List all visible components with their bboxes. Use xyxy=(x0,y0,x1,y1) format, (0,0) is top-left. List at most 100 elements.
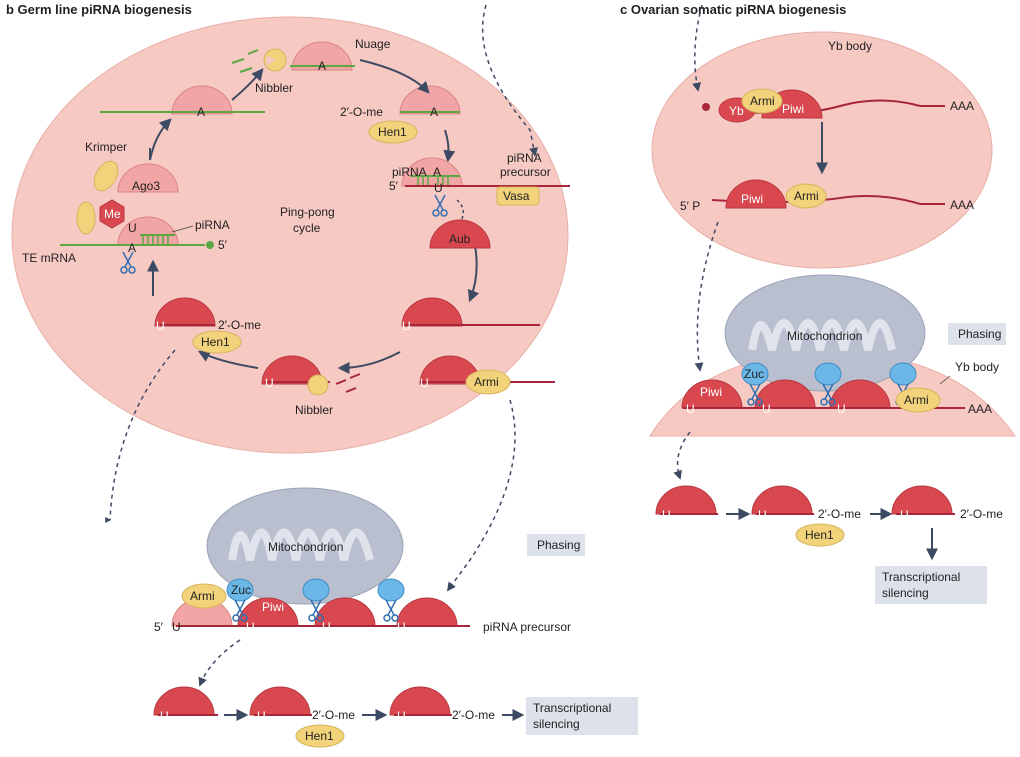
svg-text:Transcriptional: Transcriptional xyxy=(533,701,611,715)
final-row-b: U U 2′-O-me Hen1 U 2′-O-me Transcription… xyxy=(153,686,638,748)
piwi-armi-complex-c: Piwi Armi 5′ P AAA xyxy=(680,179,974,213)
svg-text:Piwi: Piwi xyxy=(700,385,722,399)
svg-text:U: U xyxy=(160,709,169,723)
svg-text:Armi: Armi xyxy=(794,189,819,203)
svg-text:U: U xyxy=(172,620,181,634)
me-marker: Me xyxy=(99,199,125,229)
yb-body-leader xyxy=(939,375,951,385)
svg-text:2′-O-me: 2′-O-me xyxy=(818,507,861,521)
cycle-arrow-8 xyxy=(231,68,264,101)
svg-text:Yb: Yb xyxy=(729,104,744,118)
svg-text:Armi: Armi xyxy=(190,589,215,603)
svg-text:U: U xyxy=(246,620,255,634)
left-hen1-complex: U 2′-O-me Hen1 xyxy=(154,297,261,354)
cycle-arrow-7 xyxy=(149,118,172,161)
dashed-arrow-aub xyxy=(456,199,465,223)
svg-text:U: U xyxy=(758,508,767,522)
panel-b-title: b Germ line piRNA biogenesis xyxy=(6,2,192,17)
svg-text:Me: Me xyxy=(104,207,121,221)
svg-text:AAA: AAA xyxy=(968,402,992,416)
svg-text:Hen1: Hen1 xyxy=(378,125,407,139)
svg-text:Krimper: Krimper xyxy=(85,140,127,154)
svg-text:U: U xyxy=(686,402,695,416)
svg-text:U: U xyxy=(762,402,771,416)
svg-text:5′: 5′ xyxy=(389,179,399,193)
nibbler-label-top: Nibbler xyxy=(255,81,293,95)
svg-text:Transcriptional: Transcriptional xyxy=(882,570,960,584)
yb-body-label: Yb body xyxy=(828,39,872,53)
dashed-arrow-bottom xyxy=(198,639,241,687)
cycle-arrow-2 xyxy=(443,129,456,163)
final-row-c: U U 2′-O-me Hen1 U 2′-O-me Transcription… xyxy=(655,485,1003,604)
cycle-arrow-3 xyxy=(467,245,480,303)
svg-text:Hen1: Hen1 xyxy=(805,528,834,542)
svg-text:A: A xyxy=(433,165,441,179)
armi-aub-complex: U Armi xyxy=(419,355,555,395)
cycle-arrow-4 xyxy=(337,351,401,374)
svg-text:Armi: Armi xyxy=(750,94,775,108)
phasing-label-c: Phasing xyxy=(958,327,1001,341)
right-methyl-complex: A 2′-O-me Hen1 xyxy=(340,85,461,144)
dashed-arrow-c-bottom xyxy=(673,431,691,480)
phasing-box-c xyxy=(948,323,1006,345)
svg-text:U: U xyxy=(434,181,443,195)
precursor-row-b: U U U U 5′ Piwi Armi Zuc piRNA precursor xyxy=(154,579,571,634)
ago3-complex: Ago3 Krimper xyxy=(76,140,179,235)
svg-text:A: A xyxy=(128,241,136,255)
svg-text:U: U xyxy=(322,620,331,634)
svg-text:U: U xyxy=(397,709,406,723)
svg-text:Piwi: Piwi xyxy=(262,600,284,614)
svg-text:2′-O-me: 2′-O-me xyxy=(312,708,355,722)
nuage-ellipse xyxy=(11,16,569,454)
cycle-arrow-1 xyxy=(359,59,430,94)
svg-text:silencing: silencing xyxy=(882,586,929,600)
dashed-arrow-right xyxy=(446,399,516,592)
dashed-arrow-top xyxy=(482,4,539,157)
svg-text:piRNA precursor: piRNA precursor xyxy=(483,620,571,634)
aub-u-complex: U xyxy=(401,297,540,333)
svg-text:AAA: AAA xyxy=(950,99,974,113)
svg-text:2′-O-me: 2′-O-me xyxy=(960,507,1003,521)
pingpong-label-2: cycle xyxy=(293,221,321,235)
svg-text:A: A xyxy=(430,105,438,119)
svg-text:U: U xyxy=(662,508,671,522)
svg-text:Nibbler: Nibbler xyxy=(295,403,333,417)
phasing-label-b: Phasing xyxy=(537,538,580,552)
left-top-complex: A xyxy=(100,85,265,119)
svg-text:Hen1: Hen1 xyxy=(305,729,334,743)
svg-text:Ago3: Ago3 xyxy=(132,179,160,193)
svg-text:A: A xyxy=(197,105,205,119)
svg-text:2′-O-me: 2′-O-me xyxy=(340,105,383,119)
nuage-label: Nuage xyxy=(355,37,391,51)
nibbler-top xyxy=(231,48,287,73)
svg-text:Piwi: Piwi xyxy=(782,102,804,116)
svg-text:U: U xyxy=(156,319,165,333)
svg-text:A: A xyxy=(318,59,326,73)
svg-text:5′: 5′ xyxy=(154,620,164,634)
precursor-row-c: U U U Piwi Zuc Armi AAA xyxy=(681,363,992,416)
svg-text:2′-O-me: 2′-O-me xyxy=(452,708,495,722)
svg-text:piRNA: piRNA xyxy=(195,218,230,232)
svg-text:TE mRNA: TE mRNA xyxy=(22,251,76,265)
svg-text:precursor: precursor xyxy=(500,165,551,179)
svg-text:U: U xyxy=(402,319,411,333)
svg-text:U: U xyxy=(257,709,266,723)
svg-text:U: U xyxy=(397,620,406,634)
nibbler-bottom-complex: U Nibbler xyxy=(261,355,361,417)
svg-text:Mitochondrion: Mitochondrion xyxy=(787,329,862,343)
svg-text:Mitochondrion: Mitochondrion xyxy=(268,540,343,554)
aub-protein: Aub xyxy=(429,219,491,249)
mitochondrion-c: Mitochondrion xyxy=(724,274,926,392)
svg-text:U: U xyxy=(420,376,429,390)
yb-complex: Piwi Yb Armi AAA xyxy=(702,88,974,123)
svg-text:U: U xyxy=(900,508,909,522)
svg-text:Hen1: Hen1 xyxy=(201,335,230,349)
phasing-box-b xyxy=(527,534,585,556)
svg-text:U: U xyxy=(128,221,137,235)
pingpong-label-1: Ping-pong xyxy=(280,205,335,219)
svg-text:silencing: silencing xyxy=(533,717,580,731)
dashed-arrow-left xyxy=(109,349,176,521)
svg-text:piRNA: piRNA xyxy=(507,151,542,165)
svg-text:Piwi: Piwi xyxy=(741,192,763,206)
